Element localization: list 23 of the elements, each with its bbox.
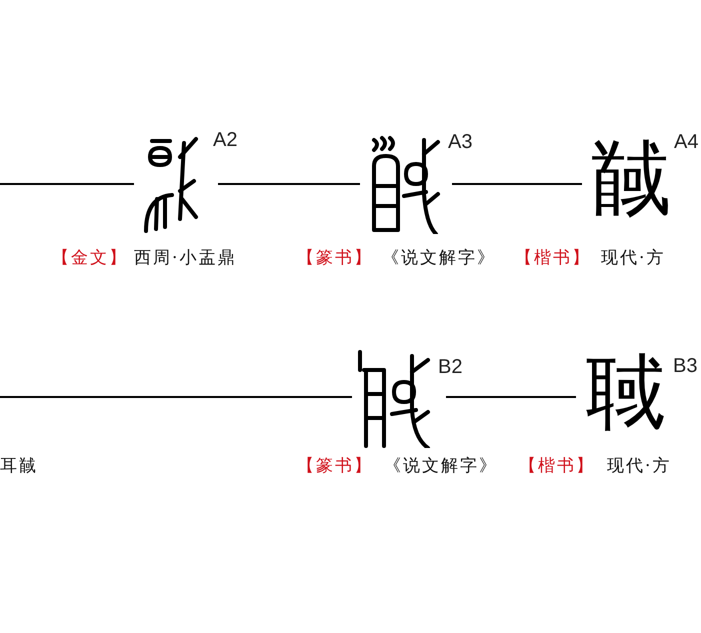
connector-line (218, 183, 360, 185)
source-label: 《说文解字》 (384, 455, 498, 477)
source-label: 西周·小盂鼎 (134, 247, 236, 269)
connector-line (0, 396, 352, 398)
connector-line (0, 183, 134, 185)
character-glyph: 馘 (588, 134, 674, 224)
script-type-label: 【篆书】 (297, 247, 373, 269)
index-tag: A2 (213, 129, 238, 151)
character-glyph: 聝 (582, 348, 672, 438)
source-label: 耳馘 (0, 455, 38, 477)
source-label: 现代·方 (601, 247, 666, 269)
index-tag: A3 (448, 131, 472, 153)
source-label: 《说文解字》 (382, 247, 496, 269)
script-type-label: 【篆书】 (297, 455, 373, 477)
script-type-label: 【楷书】 (519, 455, 595, 477)
connector-line (446, 396, 576, 398)
source-label: 现代·方 (607, 455, 672, 477)
connector-line (452, 183, 582, 185)
index-tag: B2 (438, 356, 462, 378)
script-type-label: 【金文】 (52, 247, 128, 269)
index-tag: A4 (674, 131, 698, 153)
index-tag: B3 (673, 355, 698, 377)
script-type-label: 【楷书】 (515, 247, 591, 269)
